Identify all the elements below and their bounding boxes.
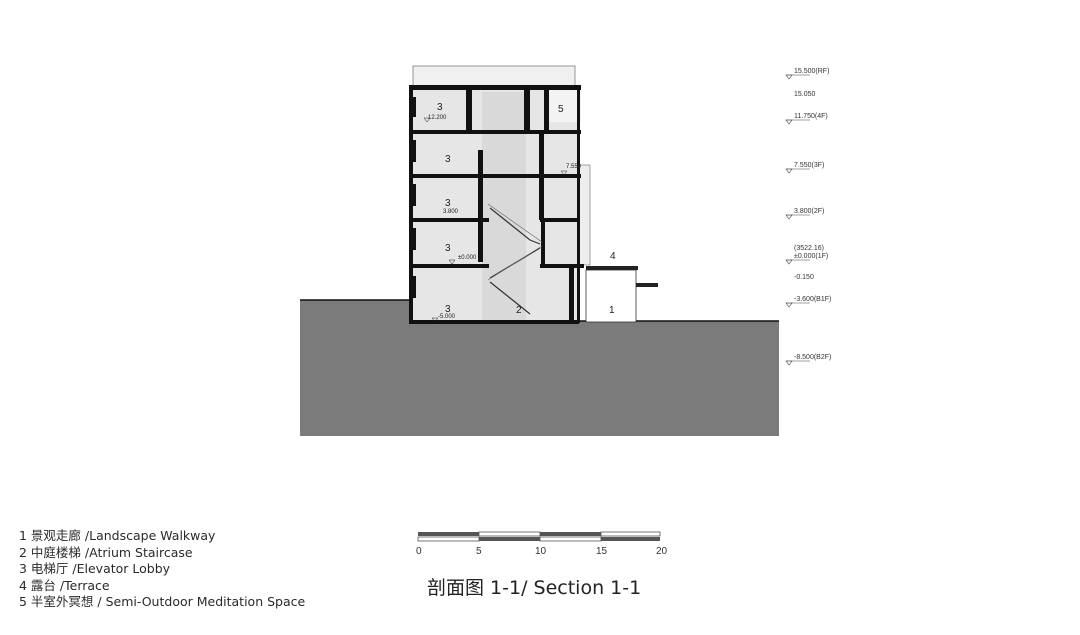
stair-flight bbox=[489, 207, 541, 245]
scale-bar-segment bbox=[600, 531, 661, 537]
spot-level-marker bbox=[448, 259, 456, 265]
column bbox=[411, 276, 416, 298]
column bbox=[524, 86, 530, 130]
column bbox=[466, 86, 472, 130]
room-label: 3 bbox=[445, 198, 451, 209]
legend-item: 1 景观走廊 /Landscape Walkway bbox=[19, 528, 216, 543]
scale-tick-label: 15 bbox=[596, 546, 608, 557]
landscape-walkway bbox=[585, 269, 637, 323]
level-label: 15.500(RF) bbox=[794, 68, 829, 75]
level-label: (3522.16) bbox=[794, 245, 824, 252]
slab-3f bbox=[409, 174, 581, 178]
meditation-space bbox=[549, 90, 581, 122]
spot-level-marker bbox=[431, 317, 439, 323]
level-marker-icon bbox=[785, 259, 793, 265]
slab-1f bbox=[409, 264, 489, 268]
spot-level-label: 7.550 bbox=[566, 164, 582, 170]
slab-2f-right bbox=[540, 218, 580, 222]
slab-4f bbox=[409, 130, 581, 134]
scale-bar-segment bbox=[601, 537, 660, 541]
scale-tick-label: 5 bbox=[476, 546, 482, 557]
slab-2f bbox=[409, 218, 489, 222]
scale-bar-segment bbox=[478, 531, 541, 537]
column bbox=[411, 97, 416, 117]
level-label: -8.500(B2F) bbox=[794, 354, 831, 361]
scale-bar-segment bbox=[479, 537, 540, 541]
room-label: 4 bbox=[610, 251, 616, 262]
level-label: 3.800(2F) bbox=[794, 208, 824, 215]
column bbox=[541, 222, 545, 264]
spot-level-label: ±0.000 bbox=[458, 255, 477, 261]
slab-roof bbox=[409, 85, 581, 90]
scale-tick-label: 0 bbox=[416, 546, 422, 557]
column bbox=[544, 86, 549, 130]
ground-mass bbox=[300, 300, 779, 436]
level-markers: 15.500(RF) 15.050 11.750(4F) 7.550(3F) 3.800… bbox=[785, 68, 831, 366]
level-label: -3.600(B1F) bbox=[794, 296, 831, 303]
level-marker-icon bbox=[785, 119, 793, 125]
room-label: 5 bbox=[558, 104, 564, 115]
walkway-canopy bbox=[636, 283, 658, 287]
level-marker-icon bbox=[785, 302, 793, 308]
level-marker-icon bbox=[785, 214, 793, 220]
drawing-title: 剖面图 1-1/ Section 1-1 bbox=[427, 577, 642, 599]
spot-level-label: 3.800 bbox=[443, 209, 459, 215]
level-label: -0.150 bbox=[794, 274, 814, 281]
terrace-slab bbox=[586, 266, 638, 270]
scale-tick-label: 10 bbox=[535, 546, 547, 557]
level-marker-icon bbox=[785, 360, 793, 366]
room-label: 3 bbox=[445, 154, 451, 165]
roof-parapet bbox=[412, 65, 576, 87]
spot-level-label: 12.200 bbox=[428, 115, 447, 121]
atrium-void bbox=[482, 92, 526, 322]
spot-level-marker bbox=[423, 117, 431, 123]
scale-tick-label: 20 bbox=[656, 546, 668, 557]
legend: 1 景观走廊 /Landscape Walkway 2 中庭楼梯 /Atrium… bbox=[19, 528, 305, 611]
column bbox=[411, 184, 416, 206]
right-wall bbox=[577, 86, 580, 323]
level-label: 7.550(3F) bbox=[794, 162, 824, 169]
room-label: 3 bbox=[445, 304, 451, 315]
legend-item: 3 电梯厅 /Elevator Lobby bbox=[19, 561, 171, 576]
legend-item: 5 半室外冥想 / Semi-Outdoor Meditation Space bbox=[19, 594, 306, 609]
column bbox=[478, 150, 483, 262]
stair-rail bbox=[487, 203, 543, 243]
scale-bar-segment bbox=[539, 536, 602, 542]
room-label: 3 bbox=[445, 243, 451, 254]
level-marker-icon bbox=[785, 74, 793, 80]
column bbox=[539, 134, 544, 220]
spot-level-marker bbox=[560, 170, 568, 176]
room-label: 3 bbox=[437, 102, 443, 113]
slab-1f-right bbox=[540, 264, 584, 268]
legend-item: 4 露台 /Terrace bbox=[19, 577, 110, 593]
level-label: 11.750(4F) bbox=[794, 113, 828, 120]
scale-bar-segment bbox=[417, 536, 480, 542]
room-label: 1 bbox=[609, 305, 615, 316]
scale-bar-segment bbox=[540, 532, 601, 536]
legend-item: 2 中庭楼梯 /Atrium Staircase bbox=[19, 544, 193, 560]
column bbox=[411, 228, 416, 250]
scale-bar-segment bbox=[418, 532, 479, 536]
column bbox=[411, 140, 416, 162]
scale-bar: 0 5 10 15 20 bbox=[416, 531, 668, 557]
spot-level-label: -5.000 bbox=[438, 314, 456, 320]
basement-wall bbox=[569, 268, 574, 323]
level-label: 15.050 bbox=[794, 91, 816, 98]
level-marker-icon bbox=[785, 168, 793, 174]
level-label: ±0.000(1F) bbox=[794, 253, 828, 260]
room-label: 2 bbox=[516, 305, 522, 316]
slab-b1 bbox=[409, 320, 579, 324]
stair-rail bbox=[487, 245, 543, 281]
stair-flight bbox=[489, 281, 531, 315]
